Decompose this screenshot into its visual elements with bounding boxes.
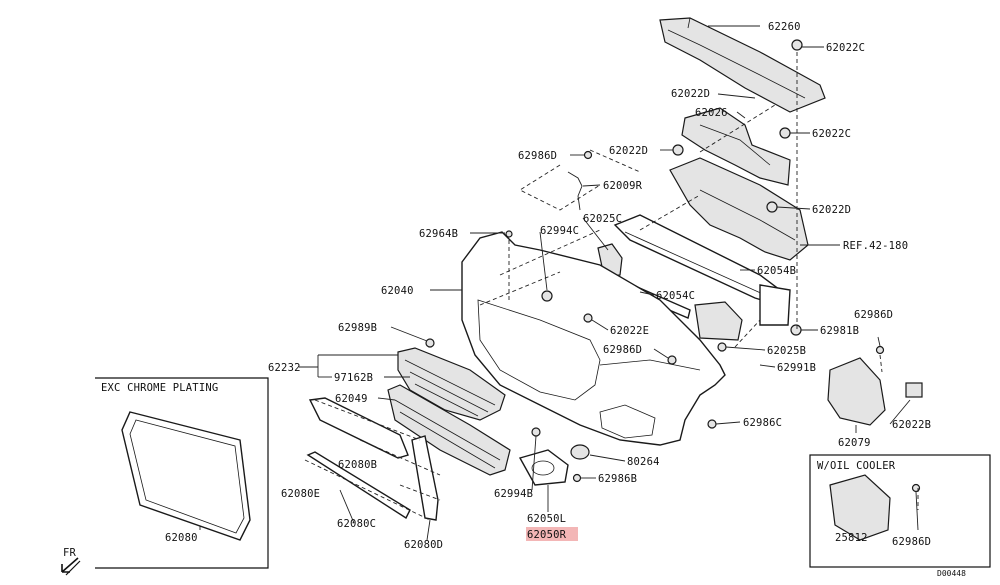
label-97162b: 97162B (334, 372, 373, 384)
part-80264-foglamp (570, 444, 590, 460)
part-62079-bracket (827, 357, 886, 426)
label-62079: 62079 (838, 437, 871, 449)
diagram-code: D00448 (937, 569, 966, 578)
fr-arrow-icon (61, 557, 81, 576)
exc-chrome-plating-box (95, 377, 269, 569)
label-62994c: 62994C (540, 225, 579, 237)
label-62986d-hose: 62986D (518, 150, 557, 162)
label-62054c: 62054C (656, 290, 695, 302)
label-62080e: 62080E (281, 488, 320, 500)
label-62986d-right: 62986D (854, 309, 893, 321)
label-62986d-center: 62986D (603, 344, 642, 356)
label-62040: 62040 (381, 285, 414, 297)
part-62022b-clip (905, 382, 923, 398)
label-62991b: 62991B (777, 362, 816, 374)
label-62025b: 62025B (767, 345, 806, 357)
label-62022b: 62022B (892, 419, 931, 431)
part-62050-bezel (518, 449, 569, 486)
label-62026: 62026 (695, 107, 728, 119)
label-62986c: 62986C (743, 417, 782, 429)
label-62022c-top: 62022C (826, 42, 865, 54)
label-62989b: 62989B (338, 322, 377, 334)
exc-chrome-plating-title: EXC CHROME PLATING (101, 382, 218, 394)
leader-lines (199, 25, 919, 541)
part-62080b-strip (306, 397, 411, 520)
label-62986d-oil: 62986D (892, 536, 931, 548)
part-62260-upper-cover (659, 17, 826, 113)
label-62025c: 62025C (583, 213, 622, 225)
oil-cooler-box (809, 454, 991, 568)
part-62026-bracket (681, 107, 791, 186)
label-62981b: 62981B (820, 325, 859, 337)
label-62022e: 62022E (610, 325, 649, 337)
label-62080d: 62080D (404, 539, 443, 551)
label-25812: 25812 (835, 532, 868, 544)
label-62260: 62260 (768, 21, 801, 33)
part-62080d-side (411, 435, 439, 521)
label-62022d-low: 62022D (812, 204, 851, 216)
part-radiator-support-ref (669, 157, 809, 261)
part-62025b-block (694, 301, 743, 341)
label-62994b: 62994B (494, 488, 533, 500)
label-62080b: 62080B (338, 459, 377, 471)
label-ref-42-180: REF.42-180 (843, 240, 908, 252)
label-62009r: 62009R (603, 180, 643, 192)
label-62080c: 62080C (337, 518, 376, 530)
fr-label: FR (63, 547, 77, 559)
label-62022c-mid: 62022C (812, 128, 851, 140)
label-62232: 62232 (268, 362, 301, 374)
label-62050r: 62050R (527, 529, 567, 541)
part-62049-lower-grille (387, 384, 511, 476)
part-62054b-reinforcement (613, 214, 791, 326)
label-62022d-mid: 62022D (609, 145, 648, 157)
label-80264: 80264 (627, 456, 660, 468)
part-62009r-hose (567, 171, 583, 211)
label-62050l: 62050L (527, 513, 566, 525)
oil-cooler-title: W/OIL COOLER (817, 460, 896, 472)
highlight-62050r (526, 527, 578, 541)
label-62054b: 62054B (757, 265, 796, 277)
fasteners (425, 39, 921, 493)
part-62232-grille (397, 347, 506, 421)
label-62080: 62080 (165, 532, 198, 544)
label-62964b: 62964B (419, 228, 458, 240)
label-62986b: 62986B (598, 473, 637, 485)
label-62022d-top: 62022D (671, 88, 710, 100)
label-62049: 62049 (335, 393, 368, 405)
